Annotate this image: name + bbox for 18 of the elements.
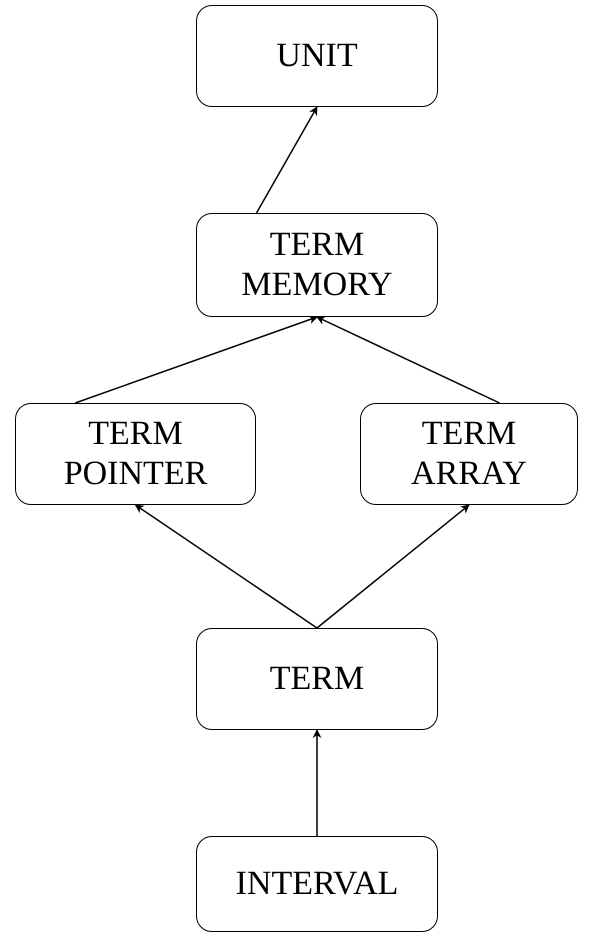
arrow <box>316 316 500 404</box>
box-label: TERM POINTER <box>62 414 208 494</box>
arrow <box>312 729 322 836</box>
arrow <box>316 504 470 629</box>
process-box <box>15 403 256 505</box>
box-label: UNIT <box>276 36 358 76</box>
box-label: INTERVAL <box>236 864 398 904</box>
arrow <box>75 315 318 404</box>
process-box <box>196 213 438 317</box>
arrow <box>256 106 318 214</box>
arrow <box>134 504 318 629</box>
box-label: TERM <box>270 659 364 699</box>
process-box <box>196 5 438 107</box>
process-box <box>196 836 438 932</box>
process-box <box>196 628 438 730</box>
box-label: TERM MEMORY <box>240 225 394 305</box>
process-box <box>360 403 578 505</box>
box-label: TERM ARRAY <box>410 414 528 494</box>
